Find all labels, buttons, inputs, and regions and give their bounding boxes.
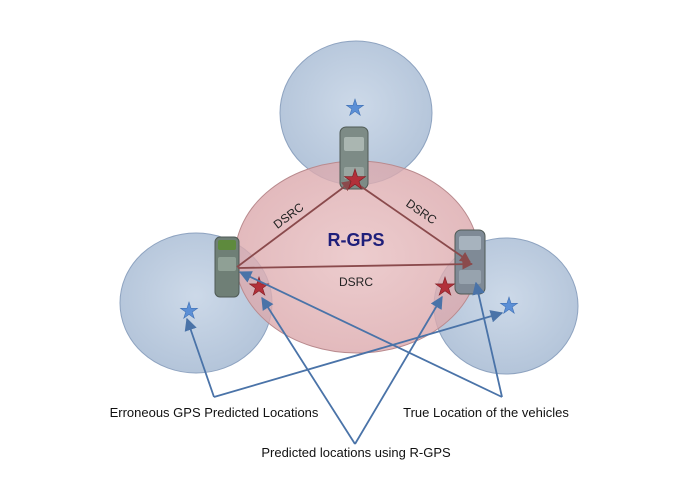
arrow-true-left: [238, 271, 503, 398]
caption-predicted: Predicted locations using R-GPS: [261, 445, 451, 460]
gps-star-top: [345, 98, 365, 116]
rgps-region: [234, 160, 480, 354]
gps-star-left: [179, 301, 199, 319]
arrow-erroneous-left: [184, 317, 215, 398]
true-location-star-top: [343, 167, 367, 190]
arrow-predicted-right: [354, 295, 443, 445]
dsrc-link-left-right: [237, 258, 474, 270]
vehicle-right: [454, 229, 486, 295]
arrow-true-right: [472, 281, 503, 398]
center-label: R-GPS: [327, 230, 384, 250]
dsrc-label-left-right: DSRC: [339, 275, 373, 289]
dsrc-link-top-right: [355, 182, 471, 263]
true-location-star-right: [434, 276, 456, 296]
arrow-predicted-left: [261, 296, 356, 445]
caption-erroneous: Erroneous GPS Predicted Locations: [110, 405, 319, 420]
dsrc-link-left-top: [236, 180, 353, 268]
vehicle-left: [214, 236, 240, 298]
arrow-erroneous-right: [213, 310, 504, 398]
caption-true-location: True Location of the vehicles: [403, 405, 569, 420]
gps-star-right: [499, 296, 519, 314]
